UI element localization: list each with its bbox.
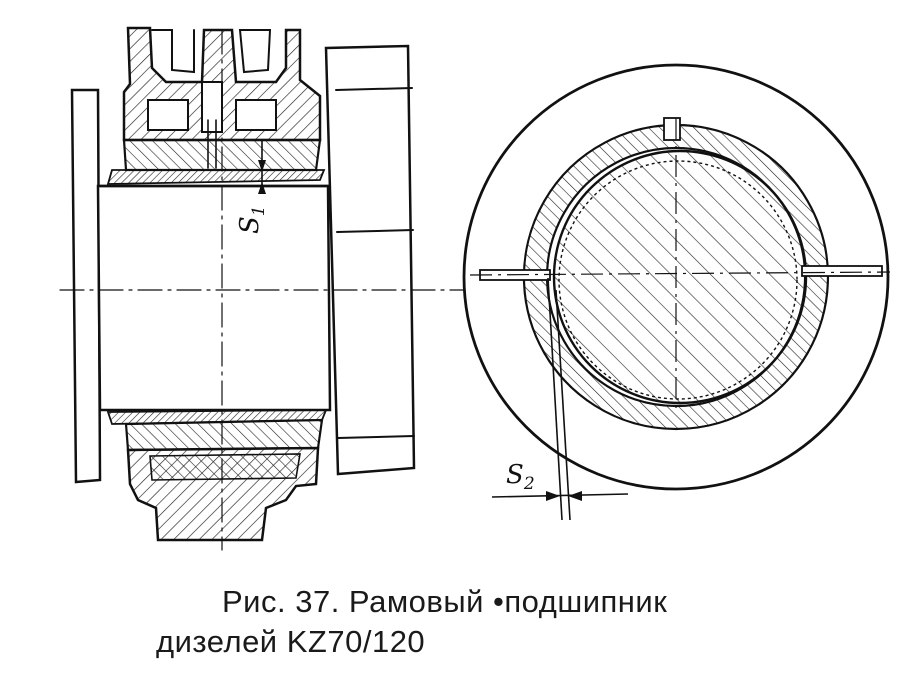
clearance-s1-dimension: [258, 139, 266, 194]
shaft-journal: [96, 184, 332, 412]
journal-circle: [552, 149, 808, 405]
crank-web-right: [324, 44, 416, 476]
label-s2: S2: [506, 460, 535, 494]
side-section-view: [59, 26, 471, 551]
lower-liner-shell: [124, 418, 324, 452]
crank-web-left: [70, 88, 102, 484]
upper-babbitt-layer: [106, 169, 326, 185]
figure-caption-line2: дизелей KZ70/120: [156, 624, 426, 659]
split-gap-right: [801, 265, 883, 277]
clearance-s2-dimension: [491, 277, 629, 521]
cross-section-view: [462, 63, 891, 521]
label-s1: S1: [235, 205, 269, 234]
top-oil-hole: [663, 117, 681, 141]
figure-caption-line1: Рис. 37. Рамовый •подшипник: [222, 584, 668, 619]
